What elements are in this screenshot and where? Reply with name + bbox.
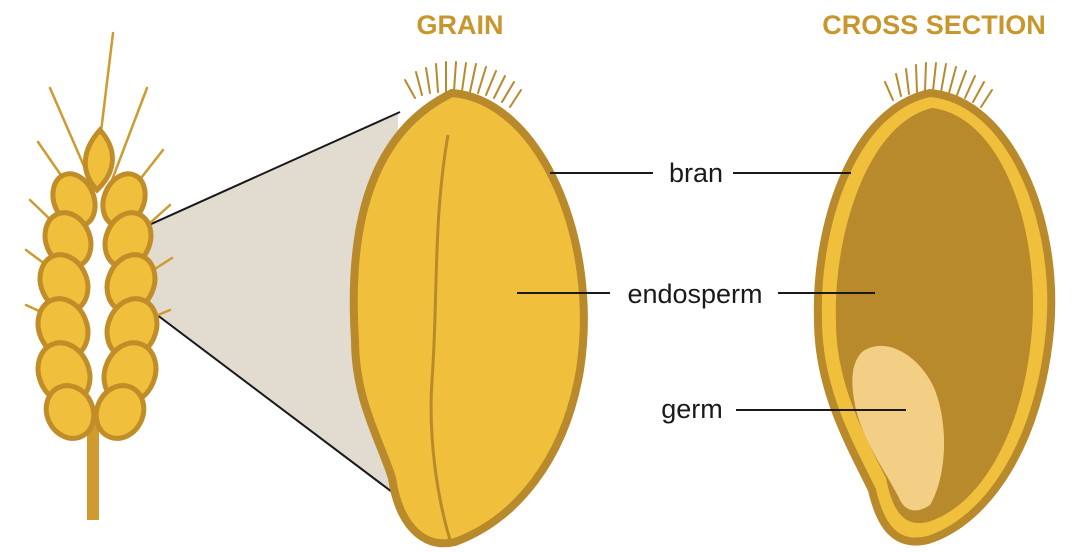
bran-label: bran [669, 158, 723, 188]
endosperm-label: endosperm [627, 279, 762, 309]
germ-label: germ [661, 394, 723, 424]
grain-cross-section-illustration [818, 63, 1051, 542]
grain-heading: GRAIN [417, 10, 504, 40]
wheat-stalk-icon [26, 33, 172, 520]
cross-section-heading: CROSS SECTION [822, 10, 1046, 40]
